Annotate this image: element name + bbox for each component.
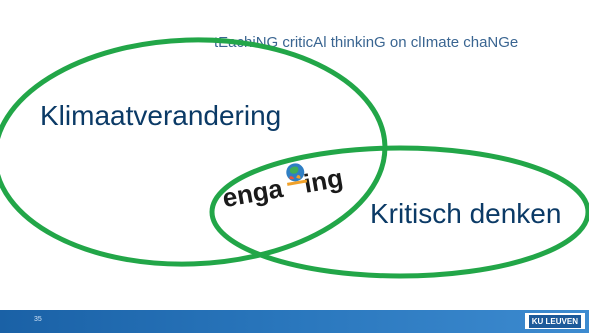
brand-badge: KU LEUVEN [524,313,585,329]
globe-icon [286,163,308,186]
slide-title: tEachiNG criticAl thinkinG on clImate ch… [214,34,519,51]
venn-diagram [0,37,589,279]
label-critical-thinking: Kritisch denken [370,198,562,229]
label-climate-change: Klimaatverandering [40,100,282,131]
circle-critical-thinking [209,145,589,279]
page-number: 35 [34,316,42,323]
brand-name: KU LEUVEN [528,314,581,328]
footer-bar: 35 KU LEUVEN [0,310,589,333]
circle-climate-change [0,37,388,267]
